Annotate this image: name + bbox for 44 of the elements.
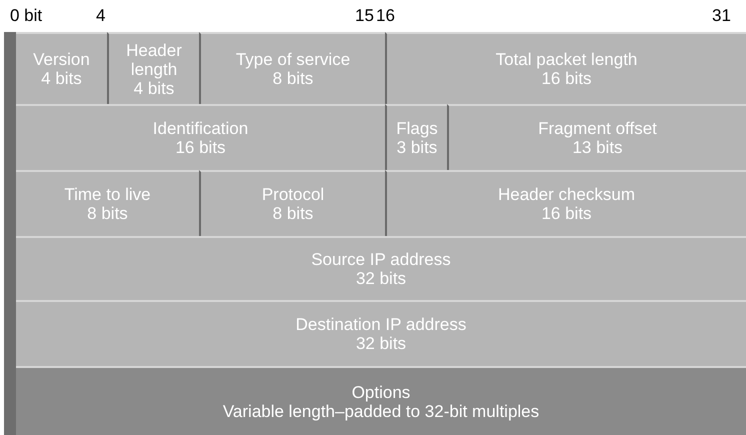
field-name: Source IP address [311,250,451,269]
field-size: 16 bits [541,69,592,88]
header-field [447,104,746,170]
field-size: 3 bits [396,138,438,157]
field-name: Protocol [262,185,324,204]
header-field [16,300,746,366]
field-name: Flags [396,119,438,138]
field-size: 32 bits [356,334,406,353]
bit-position-label: 4 [96,6,106,26]
header-field [16,236,746,300]
field-size: 4 bits [41,69,82,88]
field-name: Version [33,50,90,69]
header-field [107,32,199,104]
bit-position-label: 15 [355,6,374,26]
header-field [385,170,746,236]
field-name: Total packet length [496,50,638,69]
bit-position-label: 0 bit [10,6,42,26]
header-field [16,104,385,170]
field-name: Header length [125,40,183,78]
bit-position-label: 31 [712,6,731,26]
header-field [199,170,385,236]
field-size: 8 bits [272,204,314,223]
field-size: 32 bits [356,269,406,288]
field-name: Identification [152,119,248,138]
header-field [16,366,746,435]
bit-position-label: 16 [376,6,395,26]
field-name: Header checksum [498,185,635,204]
field-name: Options [352,382,410,402]
field-size: 8 bits [87,204,128,223]
field-name: Type of service [236,50,350,69]
field-size: 13 bits [572,138,623,157]
field-size: 4 bits [134,78,174,98]
field-name: Fragment offset [538,119,657,138]
field-size: 16 bits [541,204,592,223]
header-field [385,104,447,170]
field-size: 16 bits [175,138,226,157]
field-name: Destination IP address [296,315,466,334]
field-size: 8 bits [272,69,314,88]
header-field [199,32,385,104]
header-field [16,32,107,104]
field-name: Time to live [64,185,151,204]
header-field [385,32,746,104]
header-field [16,170,199,236]
field-size: Variable length–padded to 32-bit multiples [222,402,540,420]
